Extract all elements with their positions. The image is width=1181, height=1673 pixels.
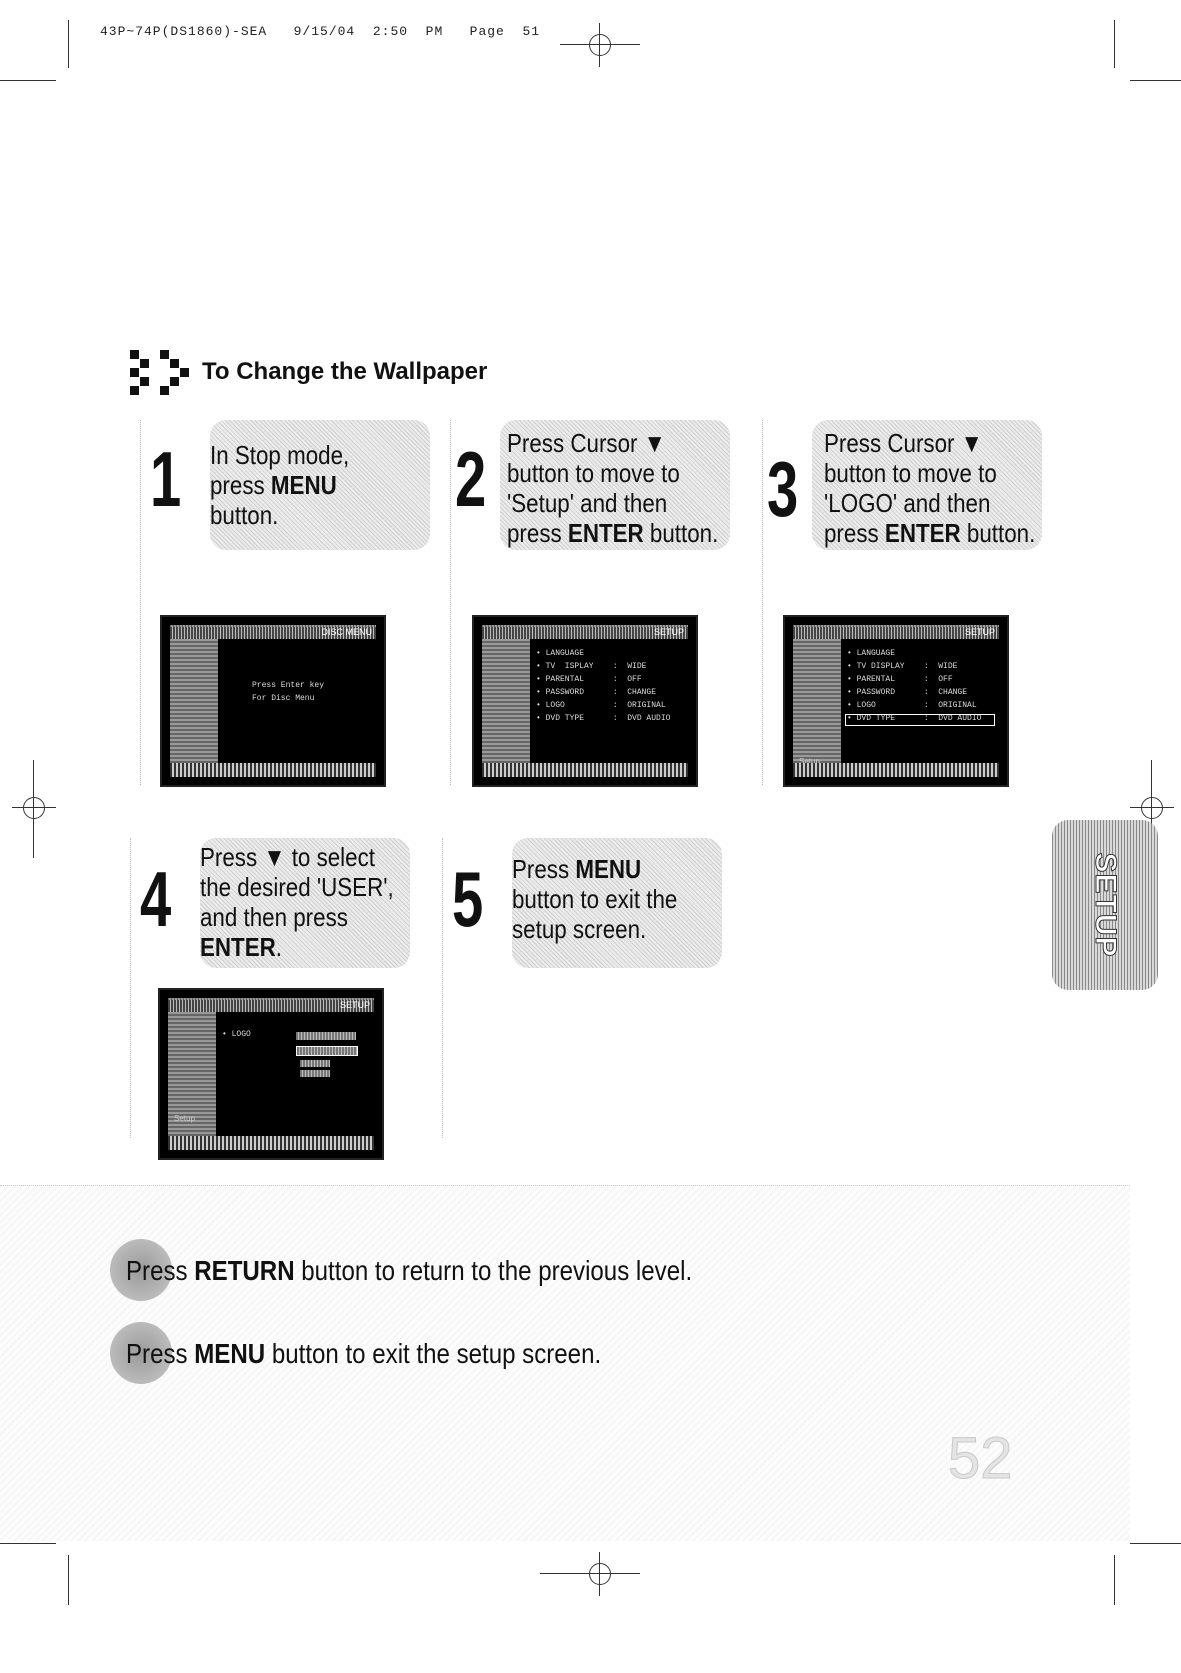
step-number: 3 bbox=[767, 445, 799, 533]
crop-mark bbox=[68, 20, 69, 68]
note-text: Press RETURN button to return to the pre… bbox=[126, 1255, 693, 1286]
step-line: 'LOGO' and then bbox=[824, 488, 991, 518]
step-line: Press MENU bbox=[512, 854, 642, 884]
crop-mark bbox=[68, 1555, 69, 1605]
crop-mark bbox=[0, 1543, 56, 1544]
section-title: To Change the Wallpaper bbox=[202, 358, 488, 385]
double-arrow-icon bbox=[128, 350, 198, 395]
setup-section-tab: SETUP bbox=[1052, 820, 1158, 990]
section-heading: To Change the Wallpaper bbox=[128, 350, 488, 395]
crop-mark bbox=[1114, 1555, 1115, 1605]
step-line: the desired 'USER', bbox=[200, 872, 394, 902]
step-line: Press Cursor ▼ bbox=[507, 428, 666, 458]
step-line: Press ▼ to select bbox=[200, 842, 375, 872]
screen-setup: SETUP • LANGUAGE • TV ISPLAY : WIDE • PA… bbox=[472, 615, 698, 787]
step-line: press ENTER button. bbox=[507, 518, 719, 548]
crop-mark bbox=[33, 760, 34, 858]
crop-mark bbox=[1130, 80, 1181, 81]
step-line: press ENTER button. bbox=[824, 518, 1036, 548]
print-slug: 43P~74P(DS1860)-SEA 9/15/04 2:50 PM Page… bbox=[100, 24, 541, 39]
setup-tab-label: SETUP bbox=[1089, 852, 1123, 958]
registration-mark bbox=[578, 23, 622, 67]
registration-mark bbox=[12, 786, 56, 830]
step-line: setup screen. bbox=[512, 914, 647, 944]
bullet-circle-icon bbox=[110, 1239, 172, 1301]
step-text: Press Cursor ▼button to move to'LOGO' an… bbox=[824, 428, 1035, 548]
step-line: button to move to bbox=[824, 458, 997, 488]
step-line: In Stop mode, bbox=[210, 440, 350, 470]
step-line: button. bbox=[210, 500, 279, 530]
crop-mark bbox=[1151, 760, 1152, 858]
note-text: Press MENU button to exit the setup scre… bbox=[126, 1338, 602, 1369]
crop-mark bbox=[1114, 20, 1115, 68]
note-menu: Press MENU button to exit the setup scre… bbox=[110, 1322, 663, 1384]
page-number: 52 bbox=[948, 1426, 1014, 1492]
screen-logo-options: SETUP • LOGO Setup bbox=[158, 988, 384, 1160]
step-line: ENTER. bbox=[200, 932, 283, 962]
step-number: 4 bbox=[140, 855, 172, 943]
step-line: Press Cursor ▼ bbox=[824, 428, 983, 458]
screen-setup-logo-selected: SETUP • LANGUAGE • TV DISPLAY : WIDE • P… bbox=[783, 615, 1009, 787]
step-line: and then press bbox=[200, 902, 348, 932]
step-number: 5 bbox=[452, 855, 484, 943]
step-line: button to exit the bbox=[512, 884, 678, 914]
step-3: 3 Press Cursor ▼button to move to'LOGO' … bbox=[762, 420, 1052, 790]
screen-disc-menu: DISC MENU Press Enter key For Disc Menu bbox=[160, 615, 386, 787]
step-number: 1 bbox=[150, 435, 182, 523]
step-line: 'Setup' and then bbox=[507, 488, 668, 518]
step-2: 2 Press Cursor ▼button to move to'Setup'… bbox=[450, 420, 740, 790]
notes-panel bbox=[0, 1185, 1130, 1541]
step-line: press MENU bbox=[210, 470, 337, 500]
step-text: Press Cursor ▼button to move to'Setup' a… bbox=[507, 428, 718, 548]
crop-mark bbox=[0, 80, 56, 81]
crop-mark bbox=[1130, 1543, 1181, 1544]
step-number: 2 bbox=[455, 435, 487, 523]
step-line: button to move to bbox=[507, 458, 680, 488]
bullet-circle-icon bbox=[110, 1322, 172, 1384]
registration-mark bbox=[578, 1552, 622, 1596]
note-return: Press RETURN button to return to the pre… bbox=[110, 1239, 768, 1301]
